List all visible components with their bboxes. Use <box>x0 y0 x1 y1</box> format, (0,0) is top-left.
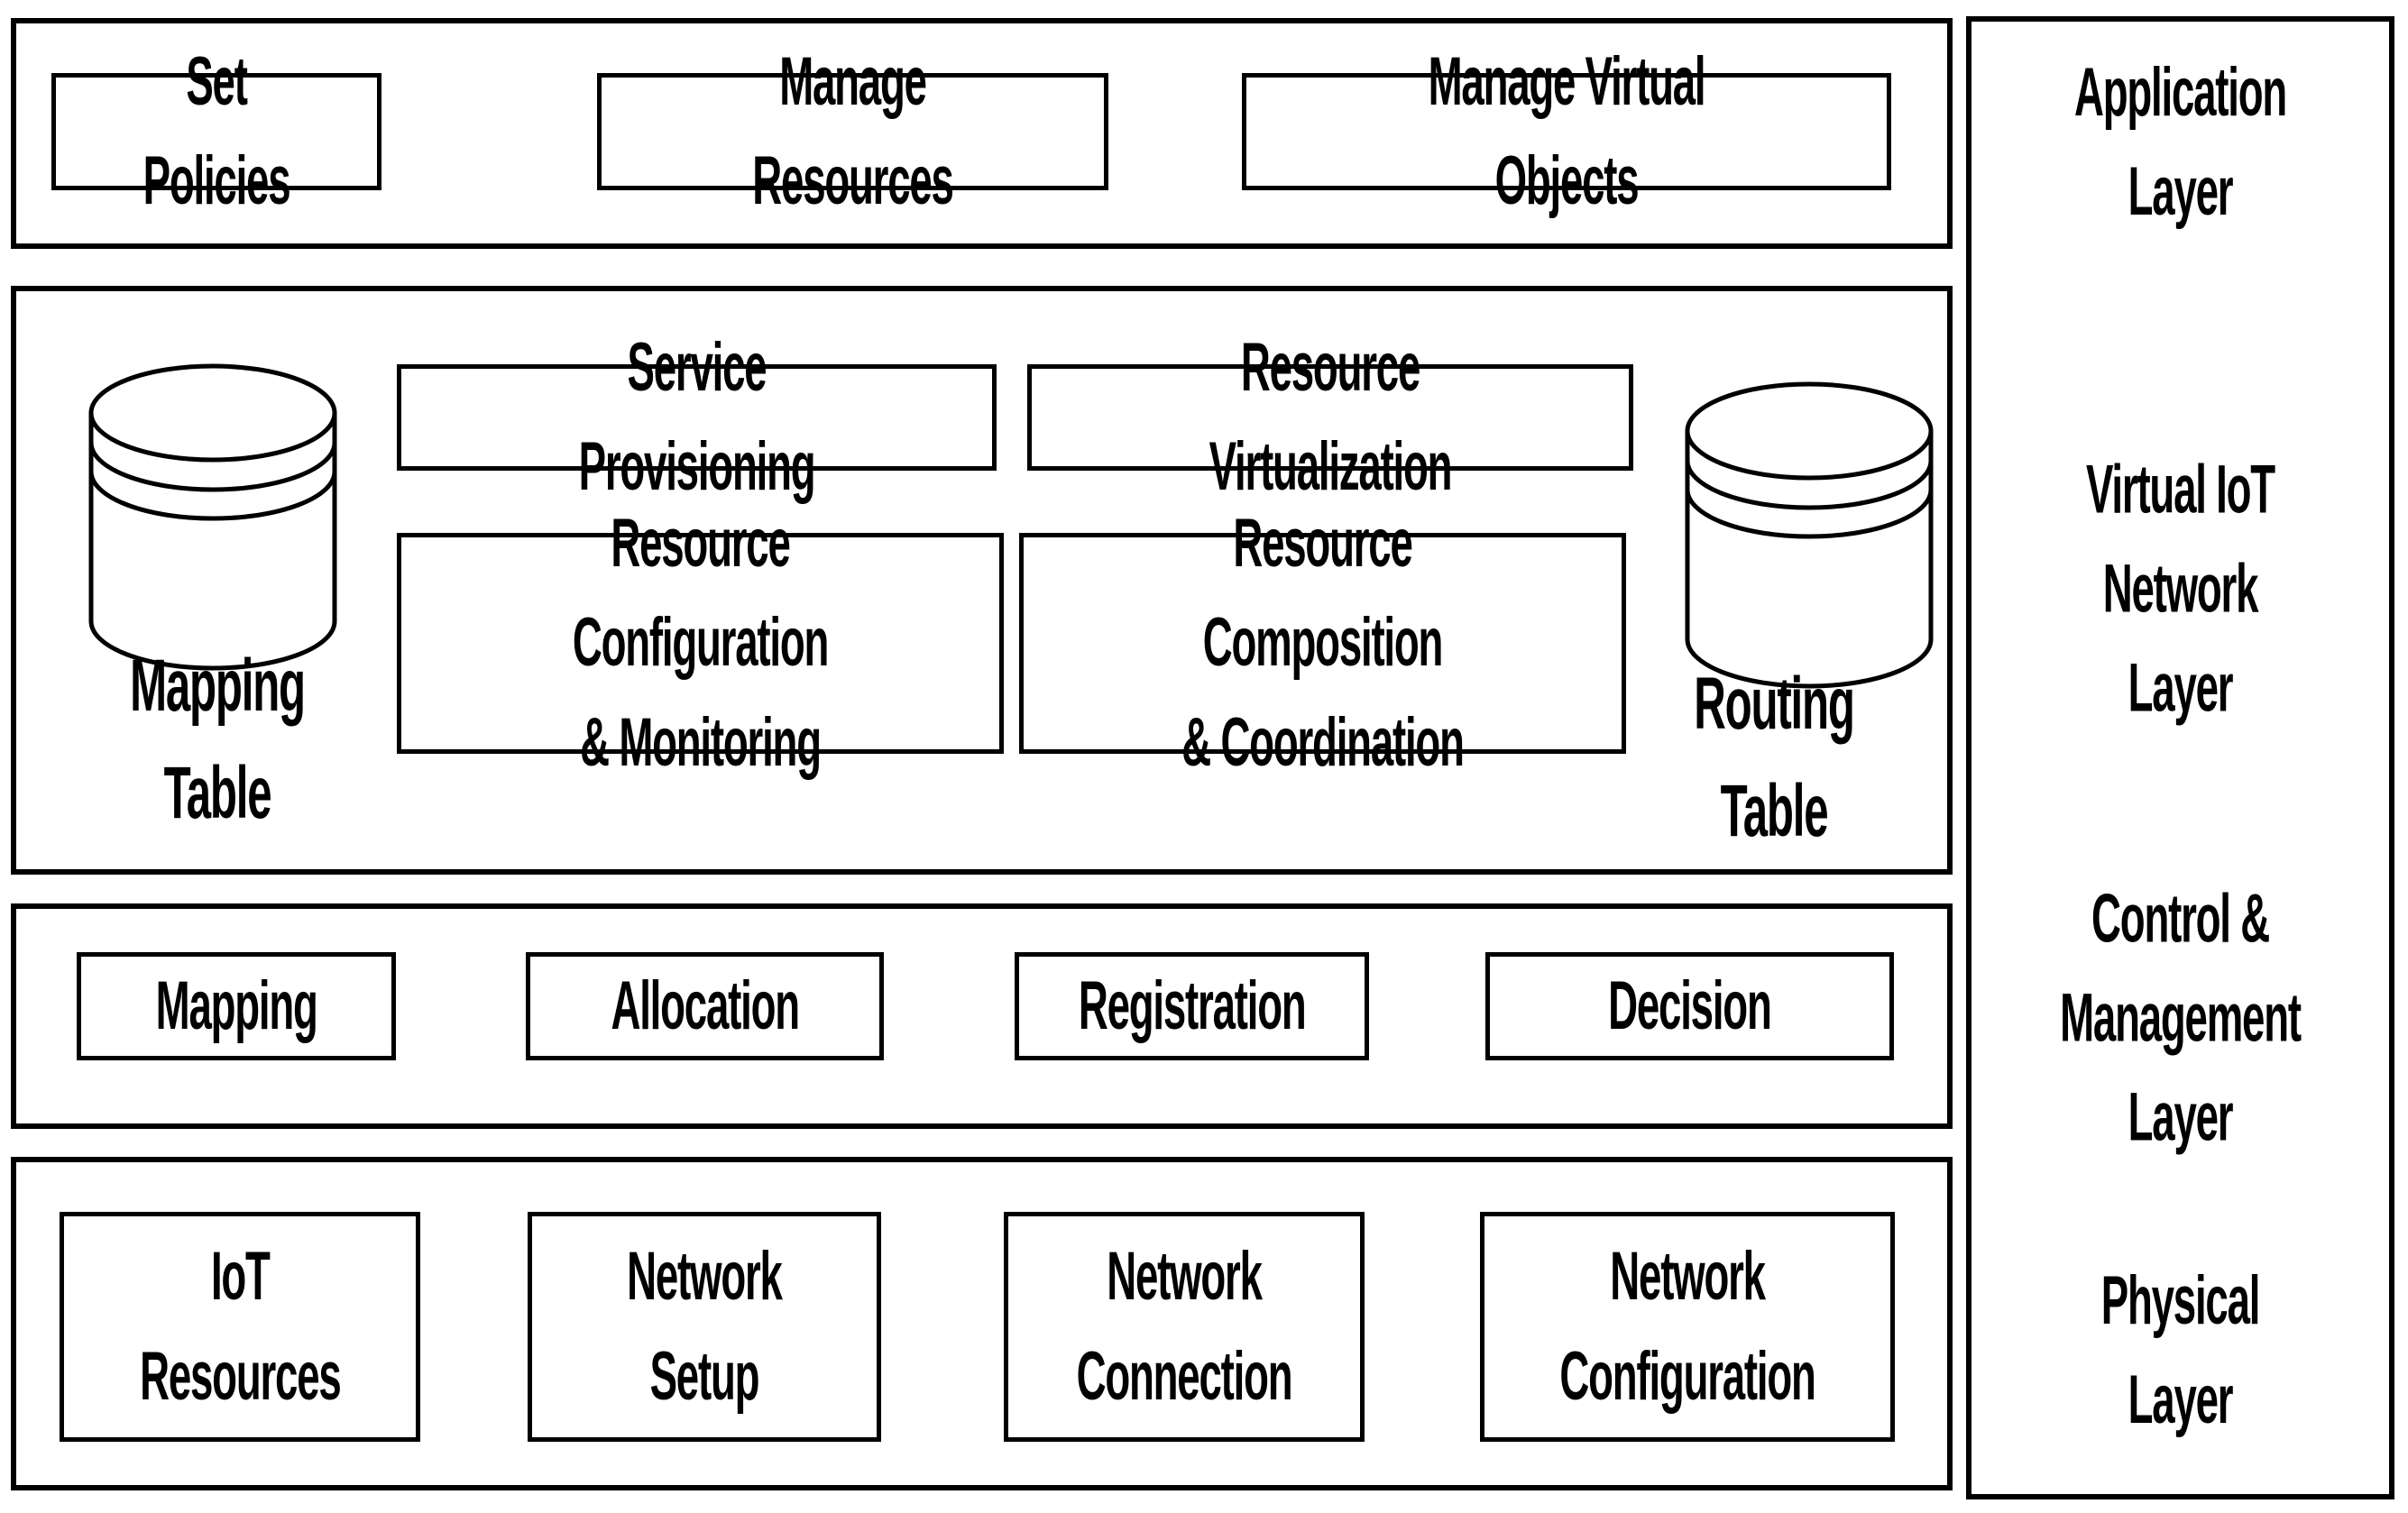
resource-composition-coordination-label: Resource Composition & Coordination <box>1181 505 1465 781</box>
allocation-label: Allocation <box>611 967 800 1044</box>
registration-label: Registration <box>1078 967 1307 1044</box>
virtual-iot-network-layer-title: Virtual IoT Network Layer <box>2086 451 2275 728</box>
layer-names-sidebar: Application Layer Virtual IoT Network La… <box>1966 16 2394 1499</box>
network-connection-box: Network Connection <box>1004 1212 1365 1442</box>
allocation-box: Allocation <box>526 952 884 1060</box>
mapping-table-database-icon <box>88 362 337 673</box>
decision-box: Decision <box>1485 952 1894 1060</box>
set-policies-box: Set Policies <box>51 43 381 219</box>
mapping-label: Mapping <box>155 967 317 1044</box>
resource-composition-coordination-box: Resource Composition & Coordination <box>1019 505 1626 781</box>
network-configuration-box: Network Configuration <box>1480 1212 1895 1442</box>
iot-resources-box: IoT Resources <box>60 1212 420 1442</box>
mapping-box: Mapping <box>77 952 396 1060</box>
control-management-layer-title: Control & Management Layer <box>2060 880 2302 1157</box>
network-setup-label: Network Setup <box>627 1238 783 1415</box>
resource-virtualization-label: Resource Virtualization <box>1209 328 1453 505</box>
mapping-table-caption: Mapping Table <box>130 645 306 834</box>
network-setup-box: Network Setup <box>528 1212 881 1442</box>
service-provisioning-label: Service Provisioning <box>578 328 816 505</box>
physical-layer-title: Physical Layer <box>2100 1261 2261 1438</box>
application-layer-title: Application Layer <box>2073 53 2287 230</box>
physical-layer-band: IoT Resources Network Setup Network Conn… <box>11 1157 1953 1490</box>
network-connection-label: Network Connection <box>1076 1238 1293 1415</box>
manage-resources-box: Manage Resources <box>597 43 1108 219</box>
resource-configuration-monitoring-label: Resource Configuration & Monitoring <box>572 505 829 781</box>
manage-virtual-objects-label: Manage Virtual Objects <box>1428 42 1706 219</box>
network-configuration-label: Network Configuration <box>1559 1238 1815 1415</box>
routing-table-database-icon <box>1685 380 1934 691</box>
resource-configuration-monitoring-box: Resource Configuration & Monitoring <box>397 505 1004 781</box>
service-provisioning-box: Service Provisioning <box>397 329 997 505</box>
control-management-layer-band: Mapping Allocation Registration Decision <box>11 903 1953 1129</box>
set-policies-label: Set Policies <box>142 42 291 219</box>
manage-resources-label: Manage Resources <box>752 42 954 219</box>
resource-virtualization-box: Resource Virtualization <box>1027 329 1633 505</box>
decision-label: Decision <box>1608 967 1772 1044</box>
virtual-iot-layer-band: Mapping Table Routing Table Service Prov… <box>11 286 1953 875</box>
registration-box: Registration <box>1015 952 1369 1060</box>
routing-table-caption: Routing Table <box>1694 663 1855 852</box>
manage-virtual-objects-box: Manage Virtual Objects <box>1242 43 1891 219</box>
application-layer-band: Set Policies Manage Resources Manage Vir… <box>11 18 1953 249</box>
iot-resources-label: IoT Resources <box>139 1238 342 1415</box>
